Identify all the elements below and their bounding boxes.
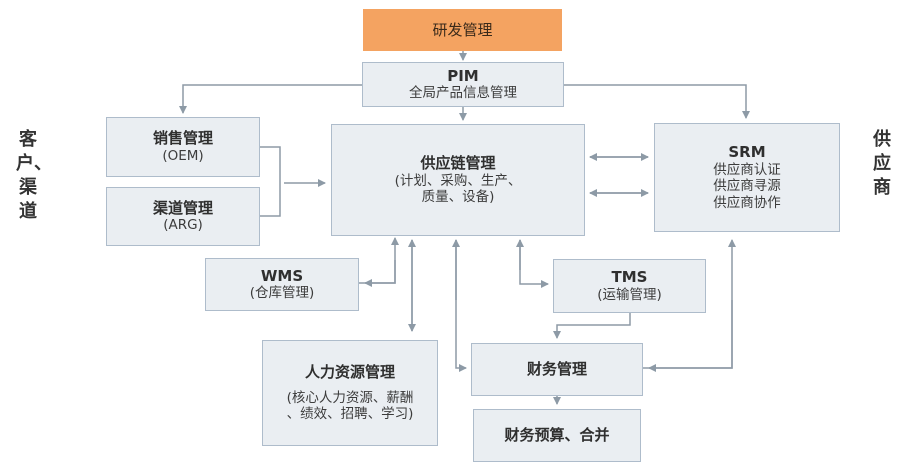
wms-box: WMS (仓库管理): [205, 258, 359, 311]
supply-chain-management-subtitle-1: (计划、采购、生产、: [394, 172, 522, 189]
arrow-scm-to-finance: [455, 240, 467, 372]
srm-box: SRM 供应商认证 供应商寻源 供应商协作: [654, 123, 840, 232]
srm-title: SRM: [728, 142, 766, 161]
arrow-scm-to-wms: [364, 260, 396, 287]
channel-management-subtitle: (ARG): [163, 217, 203, 234]
arrow-tms-to-finance: [553, 313, 631, 339]
sales-management-subtitle: (OEM): [162, 147, 204, 164]
wms-subtitle: (仓库管理): [249, 285, 315, 302]
supplier-label: 供应商: [873, 129, 891, 198]
srm-line-3: 供应商协作: [713, 195, 781, 212]
supply-chain-management-title: 供应链管理: [420, 153, 496, 172]
channel-management-title: 渠道管理: [152, 198, 213, 217]
sales-management-box: 销售管理 (OEM): [106, 117, 260, 177]
hr-management-title: 人力资源管理: [304, 362, 395, 381]
pim-title: PIM: [447, 66, 479, 85]
tms-box: TMS (运输管理): [553, 259, 706, 313]
arrow-scm-to-tms: [519, 240, 549, 288]
wms-title: WMS: [260, 266, 304, 285]
finance-management-box: 财务管理: [471, 343, 643, 396]
arrow-pim-to-sales: [179, 84, 362, 114]
srm-line-1: 供应商认证: [713, 161, 781, 178]
pim-box: PIM 全局产品信息管理: [362, 62, 564, 107]
tms-title: TMS: [611, 268, 648, 287]
srm-line-2: 供应商寻源: [713, 178, 781, 195]
finance-management-title: 财务管理: [526, 360, 587, 379]
hr-management-box: 人力资源管理 (核心人力资源、薪酬 、绩效、招聘、学习): [262, 340, 438, 446]
arrow-pim-to-srm: [564, 84, 750, 119]
supply-chain-management-box: 供应链管理 (计划、采购、生产、 质量、设备): [331, 124, 585, 236]
pim-subtitle: 全局产品信息管理: [409, 85, 517, 102]
finance-budget-box: 财务预算、合并: [473, 409, 641, 462]
rd-management-title: 研发管理: [432, 20, 493, 39]
hr-management-subtitle-1: (核心人力资源、薪酬: [286, 389, 414, 406]
finance-budget-title: 财务预算、合并: [504, 426, 610, 445]
arrow-wms-to-scm: [359, 237, 399, 284]
channel-management-box: 渠道管理 (ARG): [106, 187, 260, 246]
customer-channel-label: 客户、渠道: [16, 129, 52, 222]
sales-management-title: 销售管理: [152, 129, 213, 148]
tms-subtitle: (运输管理): [597, 286, 662, 303]
rd-management-box: 研发管理: [363, 9, 562, 51]
hr-management-subtitle-2: 、绩效、招聘、学习): [286, 406, 414, 423]
bracket-sales-channel: [260, 146, 281, 217]
supply-chain-management-subtitle-2: 质量、设备): [421, 189, 495, 206]
